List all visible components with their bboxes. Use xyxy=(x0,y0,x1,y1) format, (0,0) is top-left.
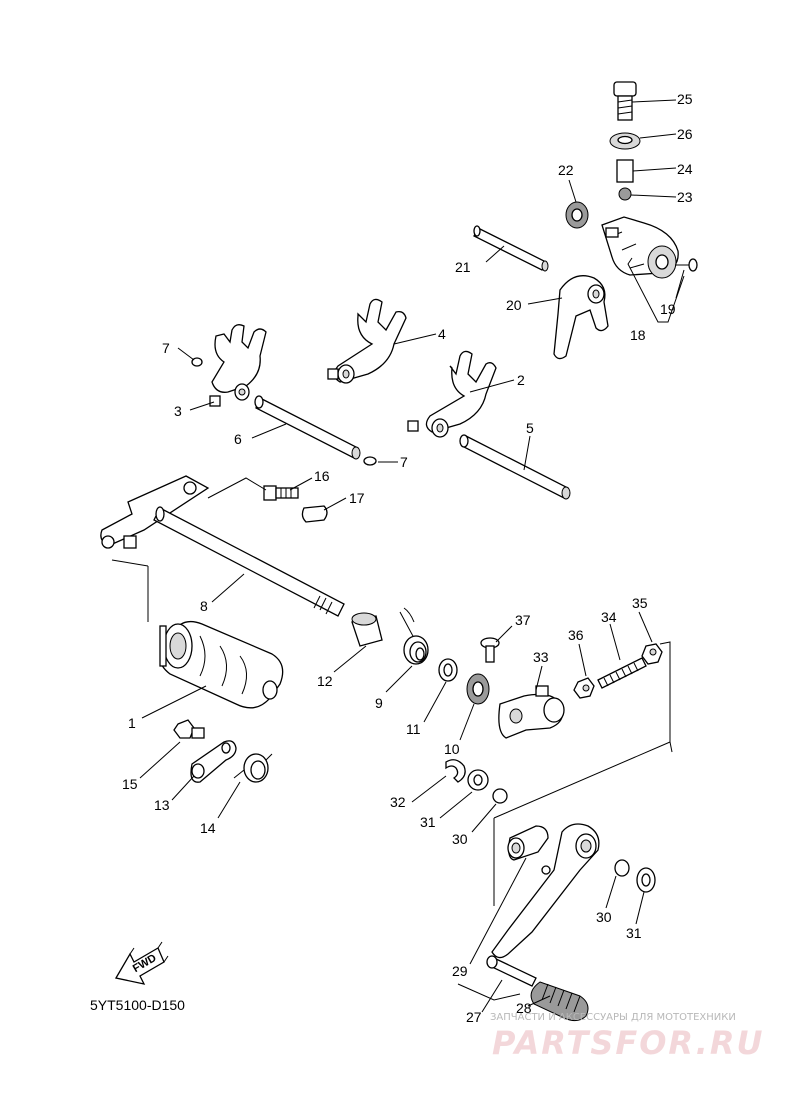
part-32-clip xyxy=(445,759,466,783)
part-20-fork xyxy=(553,275,609,360)
callout-15: 15 xyxy=(122,776,138,792)
callout-20: 20 xyxy=(506,297,522,313)
part-5-rod xyxy=(459,434,571,500)
callout-18: 18 xyxy=(630,327,646,343)
part-37-bolt xyxy=(480,637,500,663)
part-8-shaft xyxy=(100,475,345,617)
part-7-clip-right xyxy=(363,456,377,466)
part-15-bolt xyxy=(173,719,205,739)
part-4-fork xyxy=(327,298,407,384)
watermark-brand: PARTSFOR.RU xyxy=(492,1024,764,1062)
callout-36: 36 xyxy=(568,627,584,643)
callout-30b: 30 xyxy=(596,909,612,925)
part-27-pedal xyxy=(486,823,600,987)
callout-3: 3 xyxy=(174,403,182,419)
callout-19: 19 xyxy=(660,301,676,317)
callout-1: 1 xyxy=(128,715,136,731)
part-31-washer-right xyxy=(636,867,656,893)
watermark: ЗАПЧАСТИ И АКСЕССУАРЫ ДЛЯ МОТОТЕХНИКИ PA… xyxy=(490,1012,764,1062)
part-drawings xyxy=(100,81,698,1022)
callout-30: 30 xyxy=(452,831,468,847)
callout-31b: 31 xyxy=(626,925,642,941)
callout-31: 31 xyxy=(420,814,436,830)
watermark-tagline: ЗАПЧАСТИ И АКСЕССУАРЫ ДЛЯ МОТОТЕХНИКИ xyxy=(490,1012,736,1023)
part-11-washer xyxy=(438,658,458,682)
callout-7b: 7 xyxy=(400,454,408,470)
part-24-spring xyxy=(616,159,634,183)
callout-13: 13 xyxy=(154,797,170,813)
part-26-washer xyxy=(609,132,641,150)
part-19-screw xyxy=(675,258,698,272)
callout-14: 14 xyxy=(200,820,216,836)
part-10-seal xyxy=(466,673,490,705)
callout-9: 9 xyxy=(375,695,383,711)
part-25-bolt xyxy=(613,81,637,121)
fwd-arrow-icon: FWD xyxy=(114,941,169,985)
part-1-shift-drum xyxy=(159,620,284,709)
leader-lines xyxy=(139,99,685,1013)
part-34-rod xyxy=(597,657,647,689)
callout-12: 12 xyxy=(317,673,333,689)
callout-34: 34 xyxy=(601,609,617,625)
callout-5: 5 xyxy=(526,420,534,436)
callout-28: 28 xyxy=(516,1000,532,1016)
callout-numbers: 25 26 24 23 22 21 20 19 18 7 4 3 2 6 5 7… xyxy=(122,91,693,1025)
part-29-arm xyxy=(507,825,549,861)
callout-25: 25 xyxy=(677,91,693,107)
part-17-plate xyxy=(301,505,328,523)
callout-2: 2 xyxy=(517,372,525,388)
part-7-clip-top xyxy=(191,357,203,367)
part-30-ring-right xyxy=(614,859,630,877)
part-22-seal xyxy=(565,201,589,229)
callout-11: 11 xyxy=(406,721,421,737)
callout-6: 6 xyxy=(234,431,242,447)
part-18-segment xyxy=(601,216,679,279)
callout-7: 7 xyxy=(162,340,170,356)
callout-21: 21 xyxy=(455,259,471,275)
part-9-spring xyxy=(399,607,429,665)
part-2-fork xyxy=(407,350,497,438)
callout-23: 23 xyxy=(677,189,693,205)
part-31-washer-left xyxy=(467,769,489,791)
callout-37: 37 xyxy=(515,612,531,628)
callout-32: 32 xyxy=(390,794,406,810)
callout-26: 26 xyxy=(677,126,693,142)
part-6-rod xyxy=(254,395,361,460)
group-frames xyxy=(111,257,685,1001)
callout-35: 35 xyxy=(632,595,648,611)
callout-24: 24 xyxy=(677,161,693,177)
part-12-collar xyxy=(351,612,383,647)
part-21-rod xyxy=(473,225,549,272)
part-35-nut xyxy=(641,643,663,665)
callout-22: 22 xyxy=(558,162,574,178)
part-30-ring-left xyxy=(492,788,508,804)
callout-29: 29 xyxy=(452,963,468,979)
part-33-lever xyxy=(498,685,565,739)
callout-8: 8 xyxy=(200,598,208,614)
callout-16: 16 xyxy=(314,468,330,484)
callout-17: 17 xyxy=(349,490,365,506)
part-23-ball xyxy=(618,187,632,201)
part-36-nut xyxy=(573,677,595,699)
diagram-code: 5YT5100-D150 xyxy=(90,997,185,1013)
callout-27: 27 xyxy=(466,1009,482,1025)
part-13-stopper xyxy=(190,740,237,783)
callout-4: 4 xyxy=(438,326,446,342)
part-28-rubber xyxy=(530,981,589,1022)
part-14-spring xyxy=(233,753,273,783)
callout-33: 33 xyxy=(533,649,549,665)
callout-10: 10 xyxy=(444,741,460,757)
part-3-fork xyxy=(209,324,267,407)
